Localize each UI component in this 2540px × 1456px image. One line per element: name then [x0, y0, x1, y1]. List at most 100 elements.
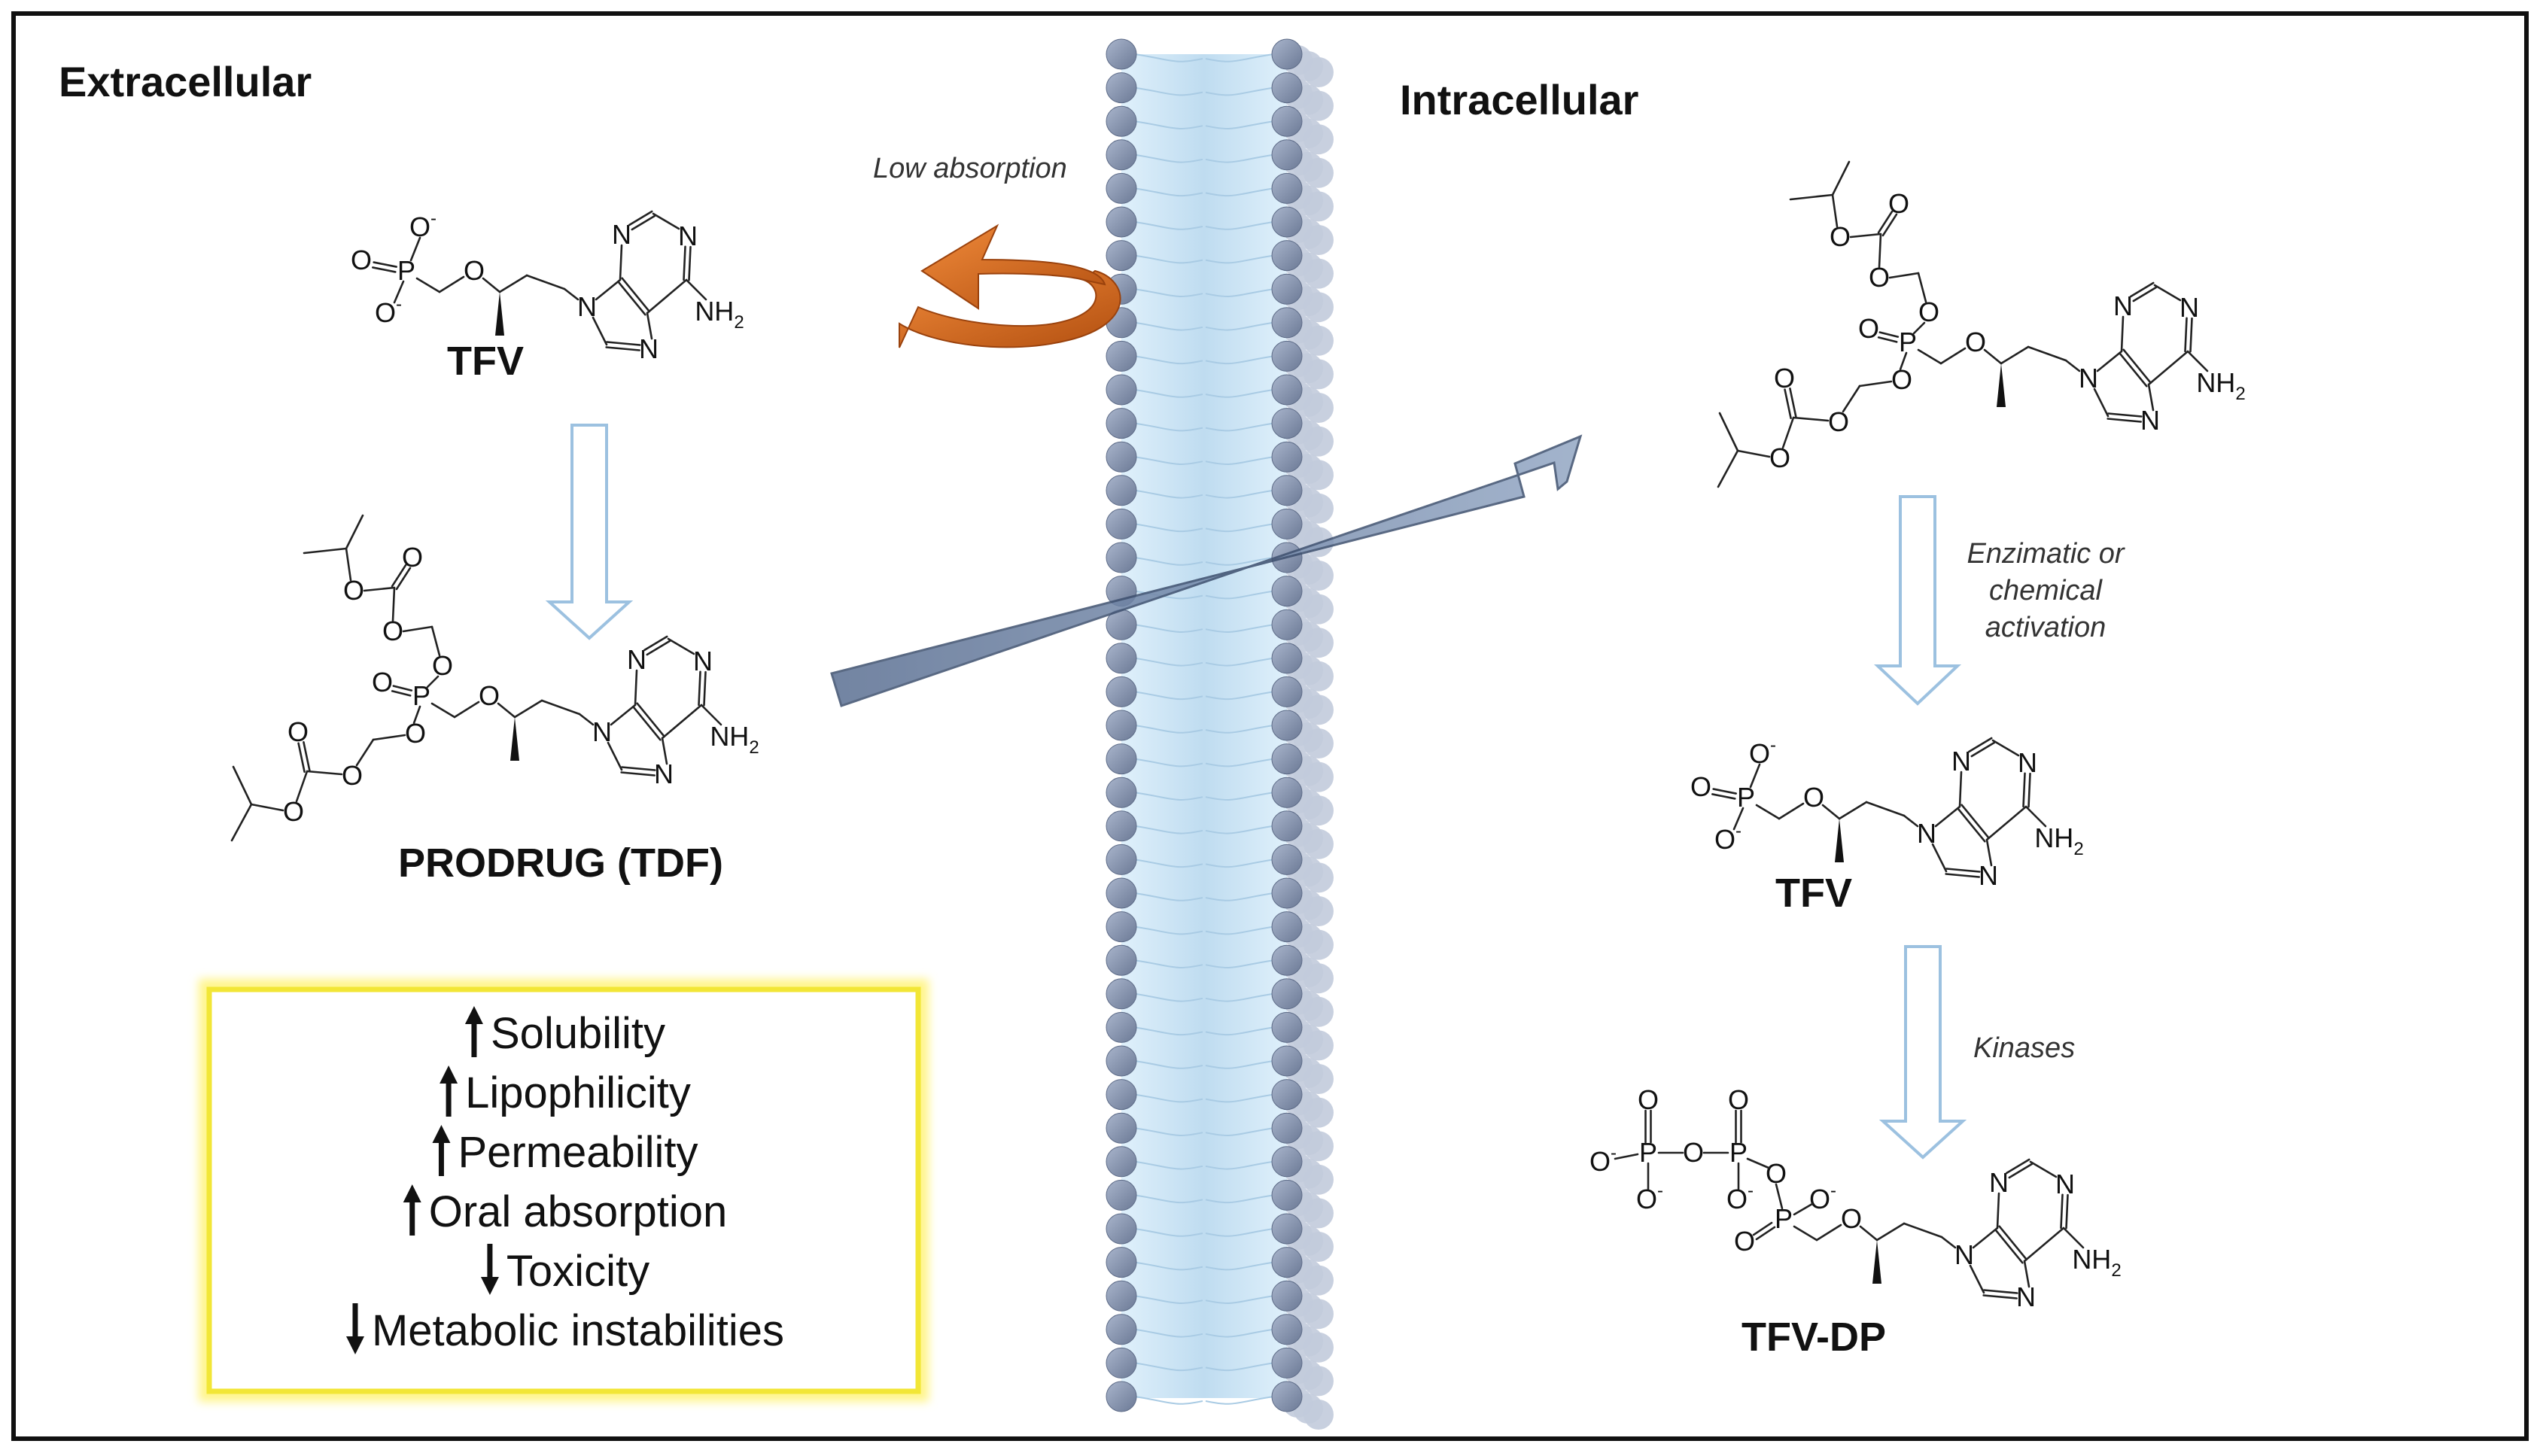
bond: [1983, 1289, 2018, 1294]
lipid-tail: [1205, 389, 1274, 398]
atom-label: O: [1830, 221, 1851, 252]
lipid-tail: [1134, 691, 1203, 701]
bond: [412, 705, 421, 725]
bond: [1789, 387, 1797, 418]
bond: [409, 236, 421, 262]
lipid-bilayer-membrane: [1106, 38, 1334, 1430]
atom-label: O: [1918, 296, 1939, 327]
bond: [1917, 272, 1927, 303]
lipid-head: [1106, 105, 1137, 137]
bond: [2060, 1193, 2064, 1230]
atom-label: N: [2180, 292, 2199, 323]
bond: [2005, 1158, 2030, 1175]
atom-label: P: [1737, 782, 1755, 813]
bond: [1912, 321, 1926, 335]
bond: [621, 766, 656, 771]
lipid-head: [1106, 1179, 1137, 1211]
bond: [2186, 350, 2209, 372]
bond: [595, 278, 622, 301]
tfv-dp-name: TFV-DP: [1741, 1315, 1886, 1360]
bond: [2000, 345, 2030, 365]
lipid-tail: [1205, 1026, 1274, 1036]
bond: [1899, 351, 1908, 371]
bond: [605, 346, 640, 351]
bond: [306, 770, 343, 776]
properties-list: SolubilityLipophilicityPermeabilityOral …: [345, 1006, 784, 1355]
bond: [1831, 160, 1851, 196]
bond: [1849, 233, 1882, 239]
wedge-bond: [1835, 819, 1844, 862]
lipid-tail: [1205, 53, 1274, 62]
lipid-tail: [1205, 489, 1274, 499]
lipid-tail: [1205, 1093, 1274, 1103]
bond: [1945, 868, 1981, 873]
lipid-tail: [1134, 456, 1203, 465]
bond: [1945, 873, 1980, 878]
bond: [1718, 412, 1739, 452]
bond: [1940, 1236, 1957, 1249]
bond: [607, 741, 623, 771]
atom-label: O: [464, 255, 485, 286]
bond: [2096, 350, 2123, 372]
bond: [232, 765, 253, 806]
bond: [2107, 412, 2143, 418]
atom-label: O: [1728, 1084, 1749, 1115]
bond: [1732, 807, 1745, 831]
lipid-head: [1106, 1213, 1137, 1245]
bond: [606, 341, 641, 346]
lipid-head: [1106, 978, 1137, 1010]
bond: [1755, 1226, 1776, 1241]
lipid-tail: [1205, 691, 1274, 701]
atom-label: N: [1979, 860, 1998, 891]
lipid-tail: [1205, 154, 1274, 163]
property-row: Metabolic instabilities: [345, 1303, 784, 1355]
lipid-head: [1106, 139, 1137, 171]
lipid-head: [1271, 911, 1303, 943]
bond: [685, 278, 707, 301]
bond: [1784, 388, 1792, 420]
atom-label: N: [639, 333, 659, 364]
lipid-tail: [1205, 456, 1274, 465]
lipid-head: [1106, 1247, 1137, 1278]
lipid-tail: [1205, 825, 1274, 834]
lipid-tail: [1205, 523, 1274, 533]
lipid-tail: [1205, 926, 1274, 935]
lipid-head: [1106, 38, 1137, 70]
lipid-tail: [1205, 758, 1274, 768]
lipid-head: [1271, 340, 1303, 372]
bond: [395, 567, 412, 591]
property-row: Oral absorption: [403, 1184, 727, 1236]
lipid-head: [1106, 944, 1137, 976]
bond: [391, 564, 407, 588]
bond: [1931, 843, 1948, 873]
lipid-tail: [1134, 1127, 1203, 1136]
lipid-head: [1271, 643, 1303, 674]
lipid-tail: [1134, 992, 1203, 1002]
lipid-head: [1271, 1213, 1303, 1245]
atom-label: O: [283, 796, 304, 827]
bond: [2093, 388, 2110, 418]
lipid-head: [1271, 576, 1303, 607]
lipid-head: [1106, 172, 1137, 204]
lipid-tail: [1205, 221, 1274, 230]
lipid-tail: [1134, 221, 1203, 230]
bond: [1972, 1227, 1999, 1249]
lipid-head: [1271, 240, 1303, 272]
bond: [540, 699, 581, 716]
bond: [303, 547, 348, 555]
up-arrow-icon-head: [432, 1125, 451, 1143]
bond: [619, 244, 623, 281]
bond: [1998, 1225, 2028, 1261]
atom-label: O-: [1636, 1181, 1663, 1214]
lipid-tail: [1205, 321, 1274, 331]
bond: [295, 770, 309, 803]
lipid-tail: [1205, 254, 1274, 264]
lipid-head: [1271, 38, 1303, 70]
bond: [1789, 193, 1834, 201]
atom-label: O: [1803, 782, 1824, 813]
lipid-head: [1271, 105, 1303, 137]
lipid-head: [1106, 408, 1137, 439]
